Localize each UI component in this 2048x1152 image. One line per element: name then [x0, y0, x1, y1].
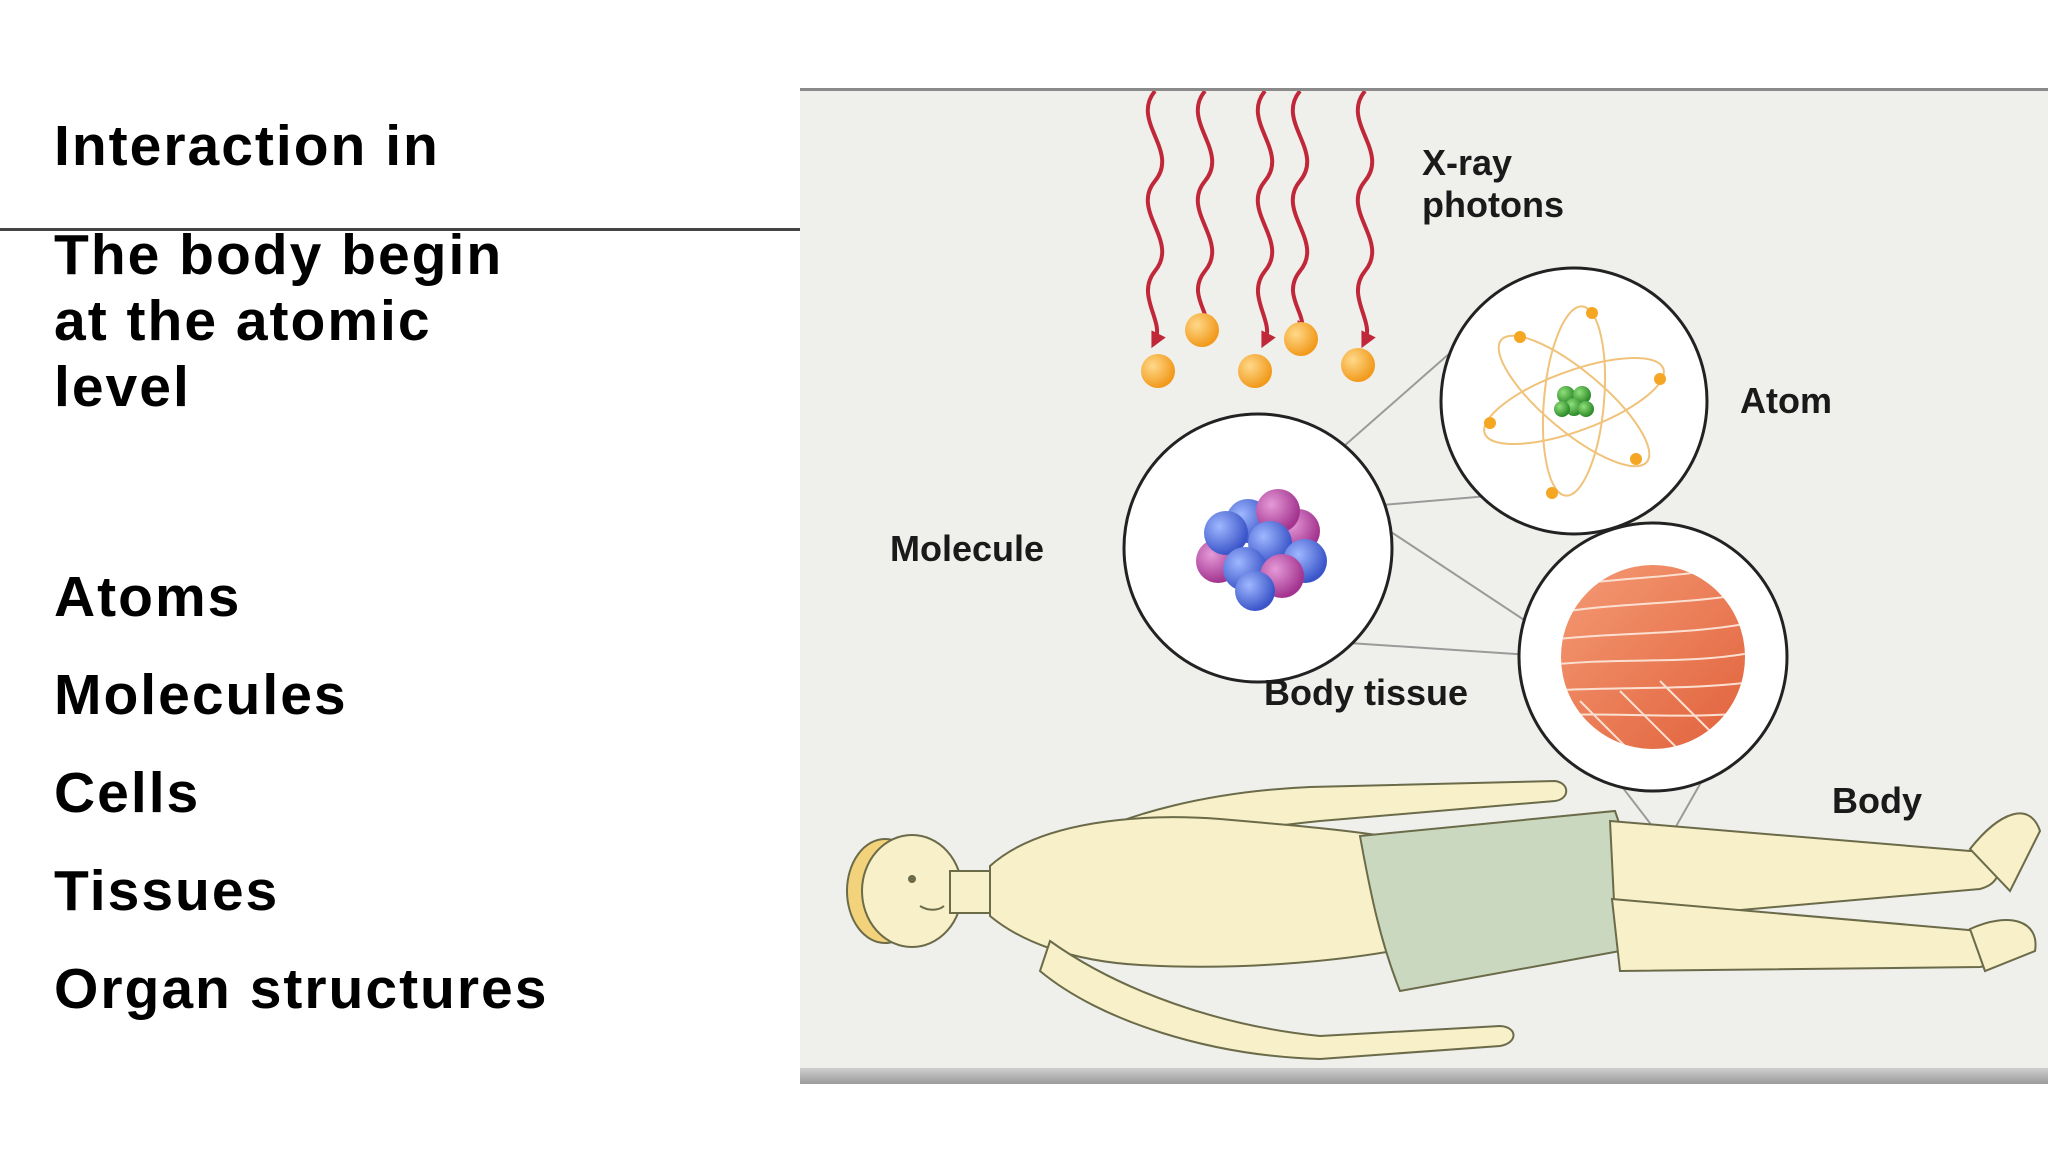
- label-body-tissue: Body tissue: [1264, 672, 1468, 713]
- level-atoms: Atoms: [54, 565, 242, 629]
- label-molecule: Molecule: [890, 528, 1044, 569]
- figure-illustration: X-ray photons: [846, 91, 2042, 1061]
- xray-interaction-figure: X-ray photons: [800, 88, 2048, 1071]
- subtitle-line: at the atomic: [54, 289, 432, 353]
- molecule-zoom-circle: [1122, 412, 1394, 684]
- level-tissues: Tissues: [54, 859, 280, 923]
- label-photons: photons: [1422, 184, 1564, 225]
- figure-bottom-edge: [800, 1068, 2048, 1084]
- tissue-zoom-circle: [1517, 521, 1789, 793]
- level-organ-structures: Organ structures: [54, 957, 549, 1021]
- human-body-illustration: [846, 779, 2042, 1061]
- target-atoms: [1141, 313, 1375, 388]
- slide-title: Interaction in: [54, 114, 440, 178]
- label-xray: X-ray: [1422, 142, 1512, 183]
- xray-photon-waves: [1145, 91, 1376, 349]
- level-molecules: Molecules: [54, 663, 348, 727]
- label-atom: Atom: [1740, 380, 1832, 421]
- organization-levels-list: Atoms Molecules Cells Tissues Organ stru…: [54, 548, 548, 1038]
- atom-zoom-circle: [1439, 266, 1709, 536]
- level-cells: Cells: [54, 761, 201, 825]
- subtitle-line: level: [54, 355, 191, 419]
- subtitle-line: The body begin: [54, 223, 504, 287]
- slide-subtitle: The body begin at the atomic level: [54, 222, 503, 420]
- title-divider: [0, 228, 800, 231]
- label-body: Body: [1832, 780, 1922, 821]
